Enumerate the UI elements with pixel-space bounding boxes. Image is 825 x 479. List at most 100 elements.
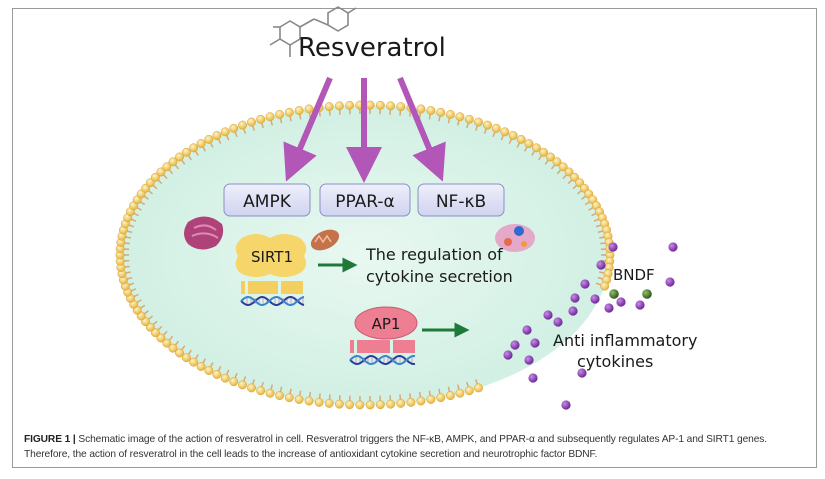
sirt1-gene-blocks — [241, 281, 303, 294]
membrane-lipid — [426, 395, 436, 404]
membrane-lipid — [345, 400, 355, 410]
membrane-lipid — [238, 120, 247, 130]
membrane-lipid — [416, 104, 426, 114]
membrane-lipid — [150, 328, 160, 338]
membrane-lipid — [220, 373, 230, 383]
secreted-cytokines — [503, 242, 678, 410]
membrane-lipid — [375, 400, 385, 410]
bndf-label: BNDF — [613, 266, 655, 284]
cytokine-particle — [596, 260, 606, 270]
membrane-lipid — [324, 102, 334, 112]
membrane-lipid — [196, 362, 206, 371]
cytokines-line-2: cytokines — [577, 352, 653, 371]
membrane-lipid — [324, 398, 334, 408]
membrane-lipid — [162, 162, 172, 172]
sirt1-dna-icon — [240, 295, 305, 307]
cytokine-particle — [522, 325, 532, 335]
arrow-to-ampk — [283, 76, 333, 182]
membrane-lipid — [516, 134, 526, 144]
membrane-lipid — [145, 178, 155, 188]
membrane-lipid — [247, 383, 256, 393]
cytokine-particle — [561, 400, 571, 410]
cell-cytoplasm — [120, 105, 610, 405]
membrane-lipid — [436, 107, 446, 117]
svg-text:AMPK: AMPK — [243, 192, 292, 212]
membrane-lipid — [229, 123, 239, 133]
membrane-lipid — [256, 114, 266, 124]
membrane-lipid — [181, 147, 191, 157]
cytokine-particle — [503, 350, 513, 360]
outcome-line-2: cytokine secretion — [366, 267, 513, 286]
membrane-lipid — [189, 143, 199, 153]
cytokine-particle — [543, 310, 553, 320]
membrane-lipid — [284, 107, 294, 117]
cytokine-particle — [590, 294, 600, 304]
cytokine-particle — [668, 242, 678, 252]
cytokine-particle — [616, 297, 626, 307]
membrane-lipid — [256, 386, 266, 396]
membrane-lipid — [524, 139, 534, 148]
membrane-lipid — [265, 112, 275, 122]
resveratrol-label: Resveratrol — [298, 33, 446, 63]
membrane-lipid — [168, 343, 178, 353]
membrane-lipid — [196, 139, 206, 148]
membrane-lipid — [294, 395, 304, 404]
ap1-gene-blocks — [350, 340, 415, 353]
membrane-lipid — [304, 104, 314, 114]
membrane-lipid — [455, 388, 465, 398]
ap1-protein: AP1 — [354, 306, 418, 340]
figure-caption: FIGURE 1 | Schematic image of the action… — [24, 432, 804, 462]
bndf-particle — [642, 289, 652, 299]
receptor-ppar-alpha: PPAR-α — [319, 183, 411, 217]
cytokine-particle — [635, 300, 645, 310]
membrane-lipid — [247, 117, 256, 127]
cytokine-particle — [665, 277, 675, 287]
bndf-particle — [609, 289, 619, 299]
membrane-lipid — [238, 380, 247, 390]
membrane-lipid — [212, 131, 222, 140]
svg-text:AP1: AP1 — [372, 315, 401, 333]
activation-arrows — [283, 76, 446, 183]
outcome-line-1: The regulation of — [365, 245, 503, 264]
membrane-lipid — [156, 167, 166, 177]
membrane-lipid — [284, 393, 294, 403]
ap1-dna-icon — [349, 354, 416, 366]
cytokine-particle — [577, 368, 587, 378]
membrane-lipid — [275, 391, 285, 401]
membrane-lipid — [491, 123, 501, 133]
caption-label: FIGURE 1 | — [24, 434, 76, 445]
membrane-lipid — [406, 397, 416, 407]
membrane-lipid — [156, 333, 166, 343]
membrane-lipid — [531, 143, 541, 153]
svg-text:PPAR-α: PPAR-α — [335, 192, 395, 212]
membrane-lipid — [396, 102, 406, 112]
svg-text:NF-κB: NF-κB — [436, 192, 486, 212]
membrane-lipid — [175, 152, 184, 162]
membrane-lipid — [168, 157, 178, 167]
resveratrol-structure-icon — [269, 6, 357, 57]
golgi-icon — [184, 216, 224, 250]
membrane-lipid — [355, 400, 365, 410]
membrane-lipid — [455, 112, 465, 122]
membrane-lipid — [162, 338, 172, 348]
receptor-nf-kb: NF-κB — [417, 183, 505, 217]
membrane-lipid — [396, 398, 406, 408]
membrane-lipid — [483, 120, 492, 130]
cytokine-particle — [553, 317, 563, 327]
membrane-lipid — [570, 172, 580, 182]
cytokine-particle — [570, 293, 580, 303]
svg-text:SIRT1: SIRT1 — [251, 248, 293, 266]
membrane-lipid — [426, 106, 436, 115]
membrane-lipid — [181, 353, 191, 363]
membrane-lipid — [345, 100, 355, 110]
cytokine-particle — [510, 340, 520, 350]
cytokine-particle — [528, 373, 538, 383]
receptor-ampk: AMPK — [223, 183, 311, 217]
membrane-lipid — [600, 281, 610, 291]
membrane-lipid — [474, 117, 483, 127]
membrane-lipid — [150, 172, 160, 182]
membrane-lipid — [445, 391, 455, 401]
membrane-lipid — [375, 100, 385, 110]
nucleus-organelle-icon — [495, 224, 535, 252]
cytokine-particle — [530, 338, 540, 348]
